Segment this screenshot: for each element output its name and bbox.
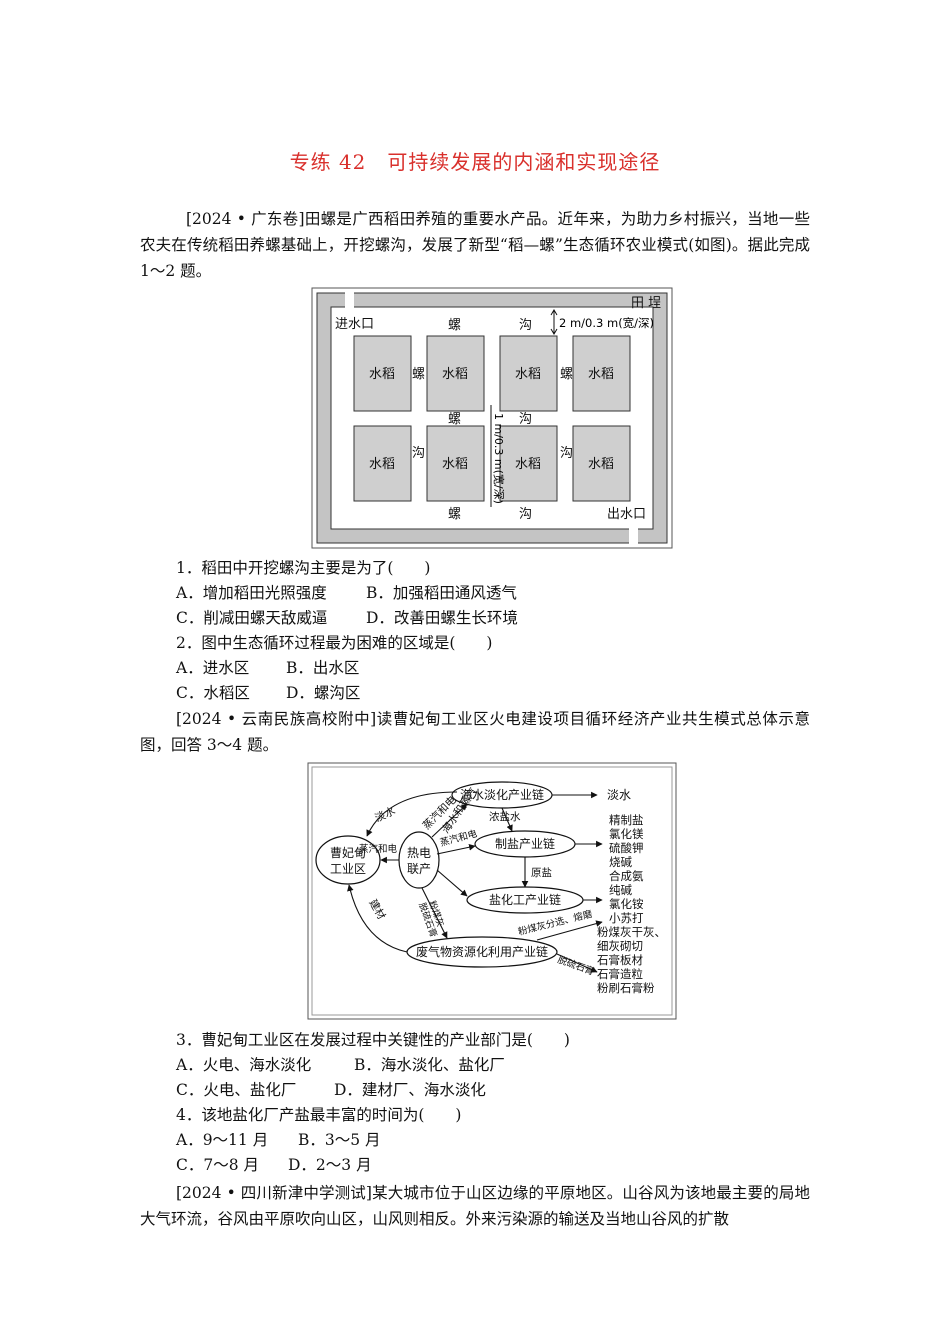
rice-label: 水稻 (442, 457, 468, 472)
q2-option-c[interactable]: C．水稻区 (176, 684, 250, 702)
chemical-product: 氯化铵 (609, 897, 644, 911)
freshwater-output: 淡水 (607, 788, 631, 802)
rice-label: 水稻 (369, 367, 395, 382)
outer-ditch-dimension: 2 m/0.3 m(宽/深) (559, 316, 654, 330)
steam-label: 蒸汽和电 (359, 843, 398, 855)
q2-option-d[interactable]: D．螺沟区 (286, 684, 361, 702)
ditch-char: 螺 (412, 367, 425, 382)
power-label: 联产 (407, 862, 431, 876)
salt-product: 精制盐 (609, 813, 644, 827)
zone-label: 工业区 (330, 862, 366, 876)
figure-circular-economy: 曹妃甸 工业区 热电 联产 海水淡化产业链 制盐产业链 盐化工产业链 废气物资源… (307, 762, 677, 1020)
q2-option-b[interactable]: B．出水区 (286, 659, 360, 677)
q1-option-a[interactable]: A．增加稻田光照强度 (176, 584, 327, 602)
q3-option-a[interactable]: A．火电、海水淡化 (176, 1056, 312, 1074)
rice-label: 水稻 (442, 367, 468, 382)
inlet-label: 进水口 (335, 317, 374, 332)
q4-option-d[interactable]: D．2～3 月 (288, 1156, 372, 1174)
zone-label: 曹妃甸 (330, 846, 366, 860)
salt-chemical-chain-label: 盐化工产业链 (489, 892, 561, 907)
q4-option-c[interactable]: C．7～8 月 (176, 1156, 260, 1174)
raw-salt-label: 原盐 (531, 866, 552, 879)
q1-option-d[interactable]: D．改善田螺生长环境 (366, 609, 518, 627)
ditch-char: 螺 (448, 507, 461, 522)
figure-rice-snail-field: 水稻 水稻 水稻 水稻 水稻 水稻 水稻 水稻 田 埕 进水口 出水口 螺 沟 … (311, 287, 673, 549)
salt-product: 烧碱 (609, 855, 632, 869)
q1-stem: 1．稻田中开挖螺沟主要是为了( ) (176, 559, 431, 577)
q1-option-b[interactable]: B．加强稻田通风透气 (366, 584, 517, 602)
salt-chain-label: 制盐产业链 (495, 836, 555, 851)
salt-product: 硫酸钾 (609, 841, 644, 855)
rice-label: 水稻 (588, 457, 614, 472)
ditch-char: 螺 (448, 318, 461, 333)
chemical-product: 纯碱 (609, 883, 632, 897)
intro-2: [2024 • 云南民族高校附中]读曹妃甸工业区火电建设项目循环经济产业共生模式… (140, 710, 810, 754)
waste-product: 石膏板材 (597, 953, 643, 967)
waste-product: 细灰砌切 (597, 939, 643, 953)
ditch-char: 沟 (519, 507, 532, 522)
q2-stem: 2．图中生态循环过程最为困难的区域是( ) (176, 634, 493, 652)
q4-stem: 4．该地盐化厂产盐最丰富的时间为( ) (176, 1106, 462, 1124)
field-bank-label: 田 埕 (631, 295, 661, 311)
q4-option-b[interactable]: B．3～5 月 (298, 1131, 381, 1149)
ditch-char: 螺 (560, 367, 573, 382)
ditch-char: 沟 (519, 318, 532, 333)
q3-option-c[interactable]: C．火电、盐化厂 (176, 1081, 297, 1099)
outlet-label: 出水口 (607, 507, 646, 522)
q4-option-a[interactable]: A．9～11 月 (176, 1131, 269, 1149)
chemical-product: 小苏打 (609, 911, 644, 925)
inner-ditch-dimension: 1 m/0.3 m(宽/深) (492, 413, 506, 504)
waste-chain-label: 废气物资源化利用产业链 (416, 944, 548, 959)
q3-option-b[interactable]: B．海水淡化、盐化厂 (354, 1056, 505, 1074)
waste-product: 石膏造粒 (597, 967, 643, 981)
q3-option-d[interactable]: D．建材厂、海水淡化 (334, 1081, 486, 1099)
rice-label: 水稻 (515, 367, 541, 382)
q3-stem: 3．曹妃甸工业区在发展过程中关键性的产业部门是( ) (176, 1031, 570, 1049)
ditch-char: 沟 (519, 412, 532, 427)
salt-product: 氯化镁 (609, 827, 644, 841)
page-title: 专练 42 可持续发展的内涵和实现途径 (289, 150, 661, 174)
rice-label: 水稻 (588, 367, 614, 382)
q2-option-a[interactable]: A．进水区 (176, 659, 250, 677)
q1-option-c[interactable]: C．削减田螺天敌威逼 (176, 609, 328, 627)
power-label: 热电 (407, 846, 431, 860)
desalination-chain-label: 海水淡化产业链 (460, 787, 544, 802)
ditch-char: 沟 (412, 446, 425, 461)
waste-product: 粉刷石膏粉 (597, 981, 655, 995)
rice-label: 水稻 (515, 457, 541, 472)
ditch-char: 螺 (448, 412, 461, 427)
intro-1: [2024 • 广东卷]田螺是广西稻田养殖的重要水产品。近年来，为助力乡村振兴，… (140, 210, 810, 280)
brine-label: 浓盐水 (489, 810, 521, 823)
rice-label: 水稻 (369, 457, 395, 472)
chemical-product: 合成氨 (609, 869, 644, 883)
intro-3: [2024 • 四川新津中学测试]某大城市位于山区边缘的平原地区。山谷风为该地最… (140, 1184, 810, 1228)
waste-product: 粉煤灰干灰、 (597, 925, 666, 939)
ditch-char: 沟 (560, 446, 573, 461)
